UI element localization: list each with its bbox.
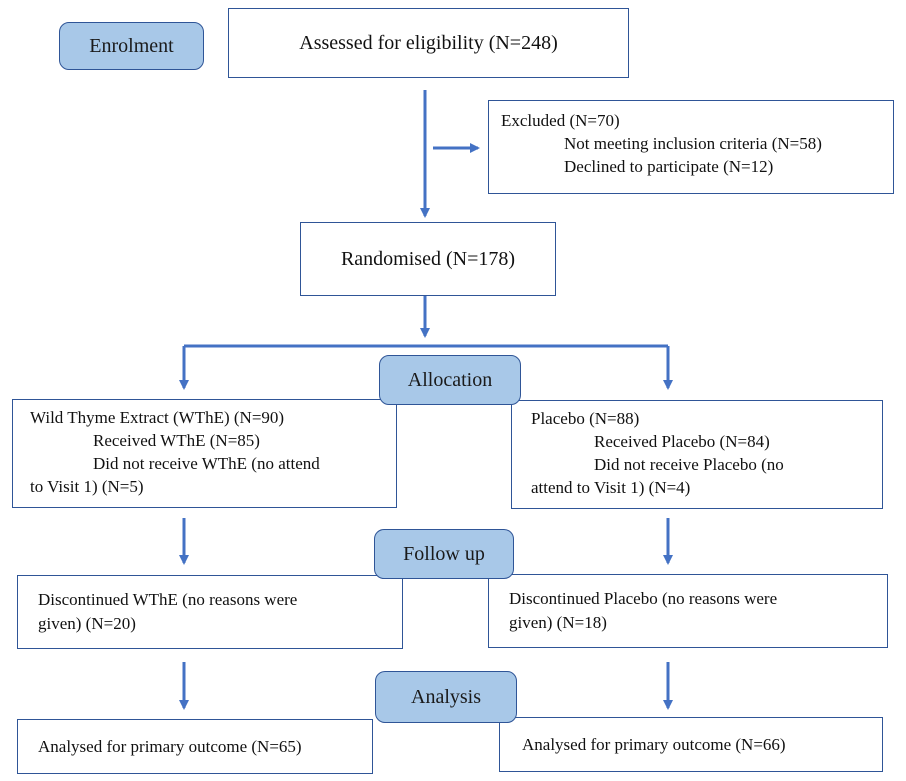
stage-allocation: Allocation: [379, 355, 521, 405]
stage-analysis: Analysis: [375, 671, 517, 723]
wthe-analysed: Analysed for primary outcome (N=65): [38, 737, 302, 756]
followup-box-wthe: Discontinued WThE (no reasons were given…: [17, 575, 403, 649]
wthe-not-received-1: Did not receive WThE (no attend: [93, 454, 320, 473]
randomised-box: Randomised (N=178): [300, 222, 556, 296]
placebo-discontinued-1: Discontinued Placebo (no reasons were: [509, 589, 778, 608]
wthe-received: Received WThE (N=85): [93, 431, 260, 450]
placebo-received: Received Placebo (N=84): [594, 432, 770, 451]
stage-enrolment: Enrolment: [59, 22, 204, 70]
excluded-box: Excluded (N=70) Not meeting inclusion cr…: [488, 100, 894, 194]
stage-follow-up: Follow up: [374, 529, 514, 579]
analysis-box-wthe: Analysed for primary outcome (N=65): [17, 719, 373, 774]
assessed-label: Assessed for eligibility (N=248): [299, 31, 558, 54]
excluded-reason-inclusion: Not meeting inclusion criteria (N=58): [564, 134, 822, 153]
wthe-allocated: Wild Thyme Extract (WThE) (N=90): [30, 408, 285, 427]
followup-box-placebo: Discontinued Placebo (no reasons were gi…: [488, 574, 888, 648]
excluded-reason-declined: Declined to participate (N=12): [564, 157, 774, 176]
wthe-discontinued-2: given) (N=20): [38, 614, 136, 633]
placebo-discontinued-2: given) (N=18): [509, 613, 607, 632]
randomised-label: Randomised (N=178): [340, 247, 516, 270]
analysis-box-placebo: Analysed for primary outcome (N=66): [499, 717, 883, 772]
wthe-discontinued-1: Discontinued WThE (no reasons were: [38, 590, 298, 609]
allocation-box-placebo: Placebo (N=88) Received Placebo (N=84) D…: [511, 400, 883, 509]
placebo-not-received-2: attend to Visit 1) (N=4): [531, 478, 691, 497]
placebo-not-received-1: Did not receive Placebo (no: [594, 455, 784, 474]
placebo-allocated: Placebo (N=88): [531, 409, 640, 428]
wthe-not-received-2: to Visit 1) (N=5): [30, 477, 144, 496]
allocation-box-wthe: Wild Thyme Extract (WThE) (N=90) Receive…: [12, 399, 397, 508]
excluded-title: Excluded (N=70): [501, 111, 620, 130]
assessed-box: Assessed for eligibility (N=248): [228, 8, 629, 78]
placebo-analysed: Analysed for primary outcome (N=66): [522, 735, 786, 754]
